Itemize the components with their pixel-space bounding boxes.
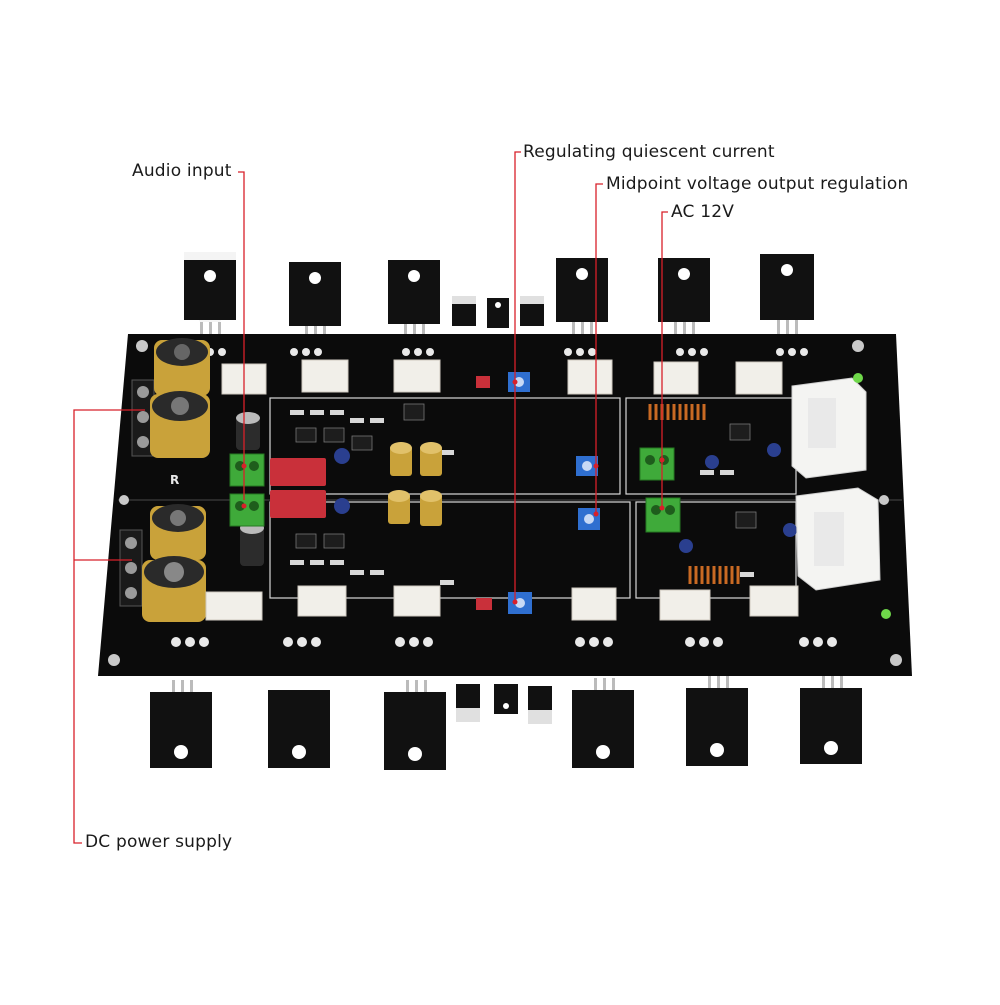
dc-power-leader bbox=[73, 409, 145, 844]
green-terminals bbox=[229, 447, 681, 533]
output-inductors bbox=[648, 404, 740, 584]
driver-transistor bbox=[520, 296, 544, 326]
driver-transistor bbox=[456, 684, 480, 722]
power-transistor bbox=[150, 680, 212, 768]
power-transistor bbox=[686, 676, 748, 766]
driver-transistor bbox=[452, 296, 476, 326]
midpoint-voltage-label: Midpoint voltage output regulation bbox=[606, 174, 909, 194]
dc-power-terminals bbox=[119, 379, 155, 607]
power-transistor bbox=[384, 680, 446, 770]
ac-12v-leader bbox=[661, 211, 668, 508]
pcb-board: R bbox=[98, 334, 912, 676]
power-transistor bbox=[800, 676, 862, 764]
bottom-power-transistors bbox=[150, 676, 862, 770]
power-transistor bbox=[658, 258, 710, 340]
quiescent-current-label: Regulating quiescent current bbox=[523, 142, 775, 162]
power-transistor bbox=[760, 254, 814, 338]
midpoint-voltage-leader bbox=[595, 183, 603, 514]
speaker-relays bbox=[791, 373, 891, 619]
driver-transistor bbox=[494, 684, 518, 714]
driver-transistor bbox=[487, 298, 509, 328]
audio-input-label: Audio input bbox=[132, 161, 232, 181]
power-transistor bbox=[184, 252, 236, 342]
power-transistor bbox=[572, 678, 634, 768]
audio-capacitors bbox=[334, 442, 797, 553]
audio-input-leader bbox=[238, 171, 245, 500]
quiescent-current-leader bbox=[514, 151, 521, 602]
dc-power-supply-label: DC power supply bbox=[85, 832, 233, 852]
top-power-transistors bbox=[184, 252, 814, 344]
power-transistor bbox=[556, 258, 608, 340]
film-capacitors bbox=[205, 359, 799, 621]
power-transistor bbox=[388, 260, 440, 342]
leader-lines bbox=[73, 151, 668, 844]
power-transistor bbox=[268, 690, 330, 768]
mkp-capacitors bbox=[270, 376, 492, 610]
filter-capacitors bbox=[142, 338, 264, 622]
power-transistor bbox=[289, 262, 341, 344]
ac-12v-label: AC 12V bbox=[671, 202, 735, 222]
channel-mark: R bbox=[170, 473, 179, 487]
driver-transistor bbox=[528, 686, 552, 724]
leader-dots bbox=[241, 379, 665, 605]
